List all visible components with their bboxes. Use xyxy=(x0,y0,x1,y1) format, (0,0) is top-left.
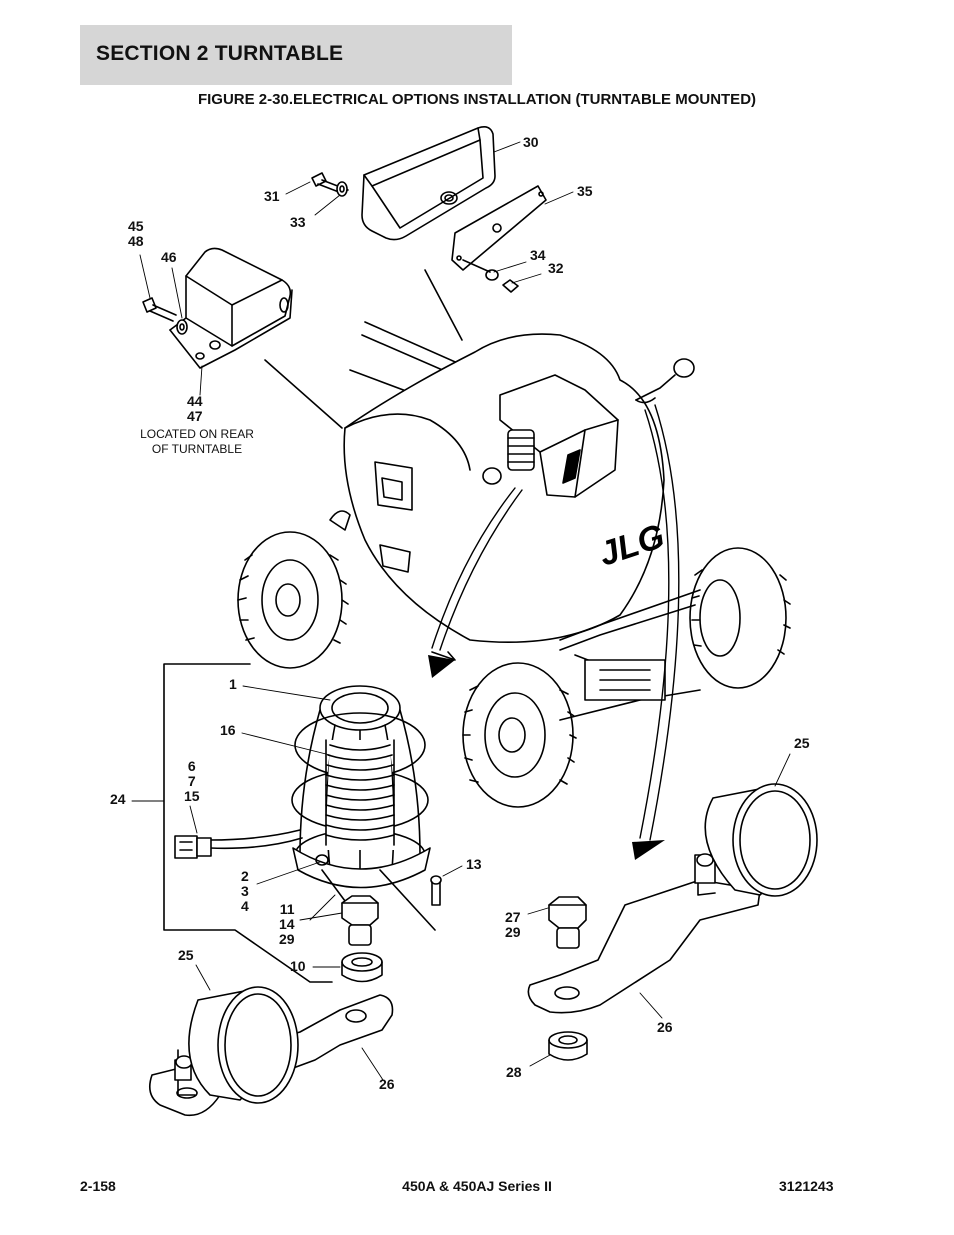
callout-46: 46 xyxy=(161,249,177,265)
spacer-28 xyxy=(548,1031,588,1061)
callout-44-47: 44 47 xyxy=(187,393,203,424)
footer-part-number: 3121243 xyxy=(779,1178,834,1194)
bolt-27 xyxy=(548,896,587,949)
callout-33: 33 xyxy=(290,214,306,230)
screw-13 xyxy=(430,875,442,906)
rear-location-note: LOCATED ON REAR OF TURNTABLE xyxy=(128,427,266,457)
nut-32 xyxy=(462,259,519,293)
gasket-35 xyxy=(451,185,547,271)
cage-light-assembly xyxy=(163,663,436,983)
arrow-to-left-detail xyxy=(428,487,523,678)
callout-30: 30 xyxy=(523,134,539,150)
callout-26-right: 26 xyxy=(657,1019,673,1035)
spacer-10 xyxy=(341,952,383,983)
figure-title: FIGURE 2-30.ELECTRICAL OPTIONS INSTALLAT… xyxy=(197,91,757,108)
callout-16: 16 xyxy=(220,722,236,738)
callout-28: 28 xyxy=(506,1064,522,1080)
callout-2-3-4: 2 3 4 xyxy=(241,868,249,914)
screw-31 xyxy=(311,172,349,197)
footer-page-number: 2-158 xyxy=(80,1178,116,1194)
callout-26-left: 26 xyxy=(379,1076,395,1092)
bolt-11 xyxy=(341,895,379,946)
right-mount-bracket xyxy=(527,783,818,1014)
callout-35: 35 xyxy=(577,183,593,199)
machine-turntable xyxy=(237,321,791,808)
callout-6-7-15: 6 7 15 xyxy=(184,758,200,804)
rear-location-text: LOCATED ON REAR OF TURNTABLE xyxy=(140,427,254,456)
arrow-to-right-detail xyxy=(632,404,680,860)
left-mount-bracket xyxy=(149,986,394,1117)
callout-24: 24 xyxy=(110,791,126,807)
section-header: SECTION 2 TURNTABLE xyxy=(80,25,512,85)
callout-1: 1 xyxy=(229,676,237,692)
callout-31: 31 xyxy=(264,188,280,204)
section-title: SECTION 2 TURNTABLE xyxy=(96,42,344,65)
callout-45-48: 45 48 xyxy=(128,218,144,249)
callout-32: 32 xyxy=(548,260,564,276)
footer-model: 450A & 450AJ Series II xyxy=(402,1178,552,1194)
callout-13: 13 xyxy=(466,856,482,872)
callout-25-left: 25 xyxy=(178,947,194,963)
callout-27-29: 27 29 xyxy=(505,909,521,940)
callout-11-14-29: 11 14 29 xyxy=(279,901,295,947)
callout-25-right: 25 xyxy=(794,735,810,751)
callout-10: 10 xyxy=(290,958,306,974)
callout-leaders xyxy=(131,141,791,1081)
light-housing-30 xyxy=(361,126,496,241)
callout-34: 34 xyxy=(530,247,546,263)
rear-box-44 xyxy=(169,247,293,369)
bolt-45 xyxy=(142,297,188,335)
